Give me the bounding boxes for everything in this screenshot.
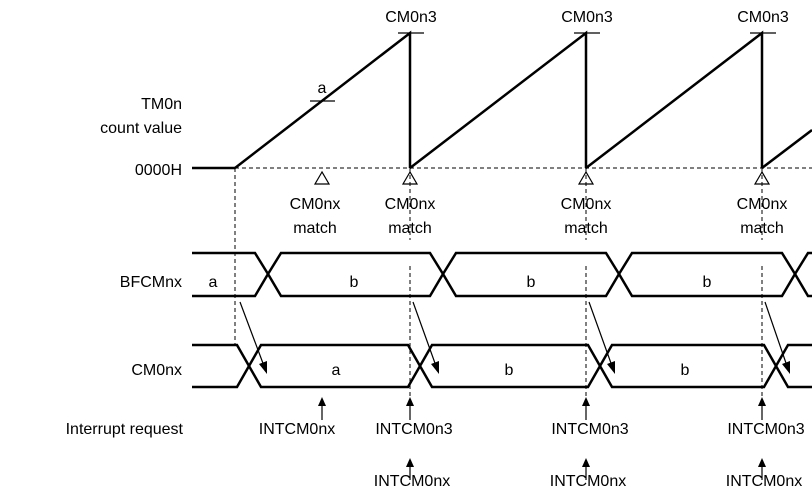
bfcm-value-3: b [527, 274, 536, 291]
interrupt-arrows-row1 [318, 397, 766, 420]
interrupt-arrows-row2 [406, 458, 766, 480]
count-value-label: count value [100, 120, 182, 137]
tm0n-label: TM0n [141, 96, 182, 113]
interrupt-label-3: INTCM0n3 [551, 421, 628, 438]
match-label-3-line2: match [564, 220, 608, 237]
interrupt-label-1: INTCM0nx [259, 421, 335, 438]
cm0nx-bus [192, 343, 812, 389]
peak-label-1: CM0n3 [385, 9, 437, 26]
interrupt-label-4: INTCM0n3 [727, 421, 804, 438]
peak-label-2: CM0n3 [561, 9, 613, 26]
timing-guides [234, 168, 763, 420]
cm0nx-value-2: b [505, 362, 514, 379]
cm0nx-label: CM0nx [131, 362, 182, 379]
ramp-2 [409, 30, 588, 169]
ramp-value-label: a [318, 80, 327, 97]
match-label-2-line2: match [388, 220, 432, 237]
counter-waveform [192, 30, 812, 170]
match-marker-1 [313, 170, 331, 185]
bfcm-bus [192, 251, 812, 298]
match-label-1-line2: match [293, 220, 337, 237]
bfcm-value-2: b [350, 274, 359, 291]
bfcm-label: BFCMnx [120, 274, 182, 291]
interrupt-label-5: INTCM0nx [374, 473, 450, 490]
zero-label: 0000H [135, 162, 182, 179]
cm0nx-value-1: a [332, 362, 341, 379]
cm0nx-value-3: b [681, 362, 690, 379]
match-label-4-line2: match [740, 220, 784, 237]
interrupt-label-6: INTCM0nx [550, 473, 626, 490]
ramp-3 [585, 30, 764, 169]
transfer-arrows [239, 301, 790, 374]
interrupt-label-7: INTCM0nx [726, 473, 802, 490]
bfcm-value-4: b [703, 274, 712, 291]
match-label-1-line1: CM0nx [290, 196, 341, 213]
peak-label-3: CM0n3 [737, 9, 789, 26]
ramp-4 [761, 129, 812, 169]
interrupt-label-2: INTCM0n3 [375, 421, 452, 438]
interrupt-request-label: Interrupt request [66, 421, 184, 438]
bfcm-value-1: a [209, 274, 218, 291]
